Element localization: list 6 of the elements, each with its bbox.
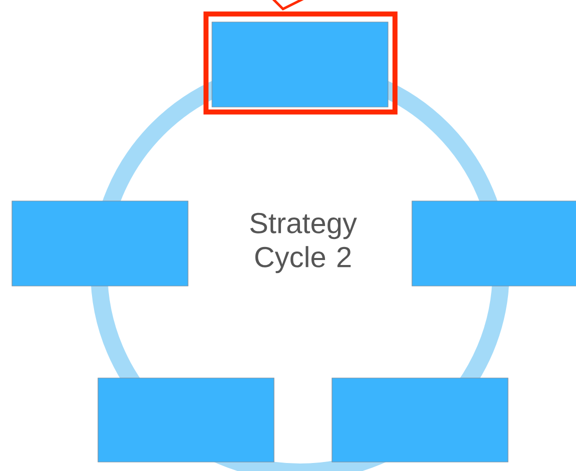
blank-box <box>98 378 274 462</box>
blank-box <box>212 22 388 108</box>
blank-box <box>332 378 508 462</box>
center-title: Strategy Cycle 2 <box>250 212 357 274</box>
blank-box <box>12 200 188 286</box>
blank-box <box>412 200 576 286</box>
